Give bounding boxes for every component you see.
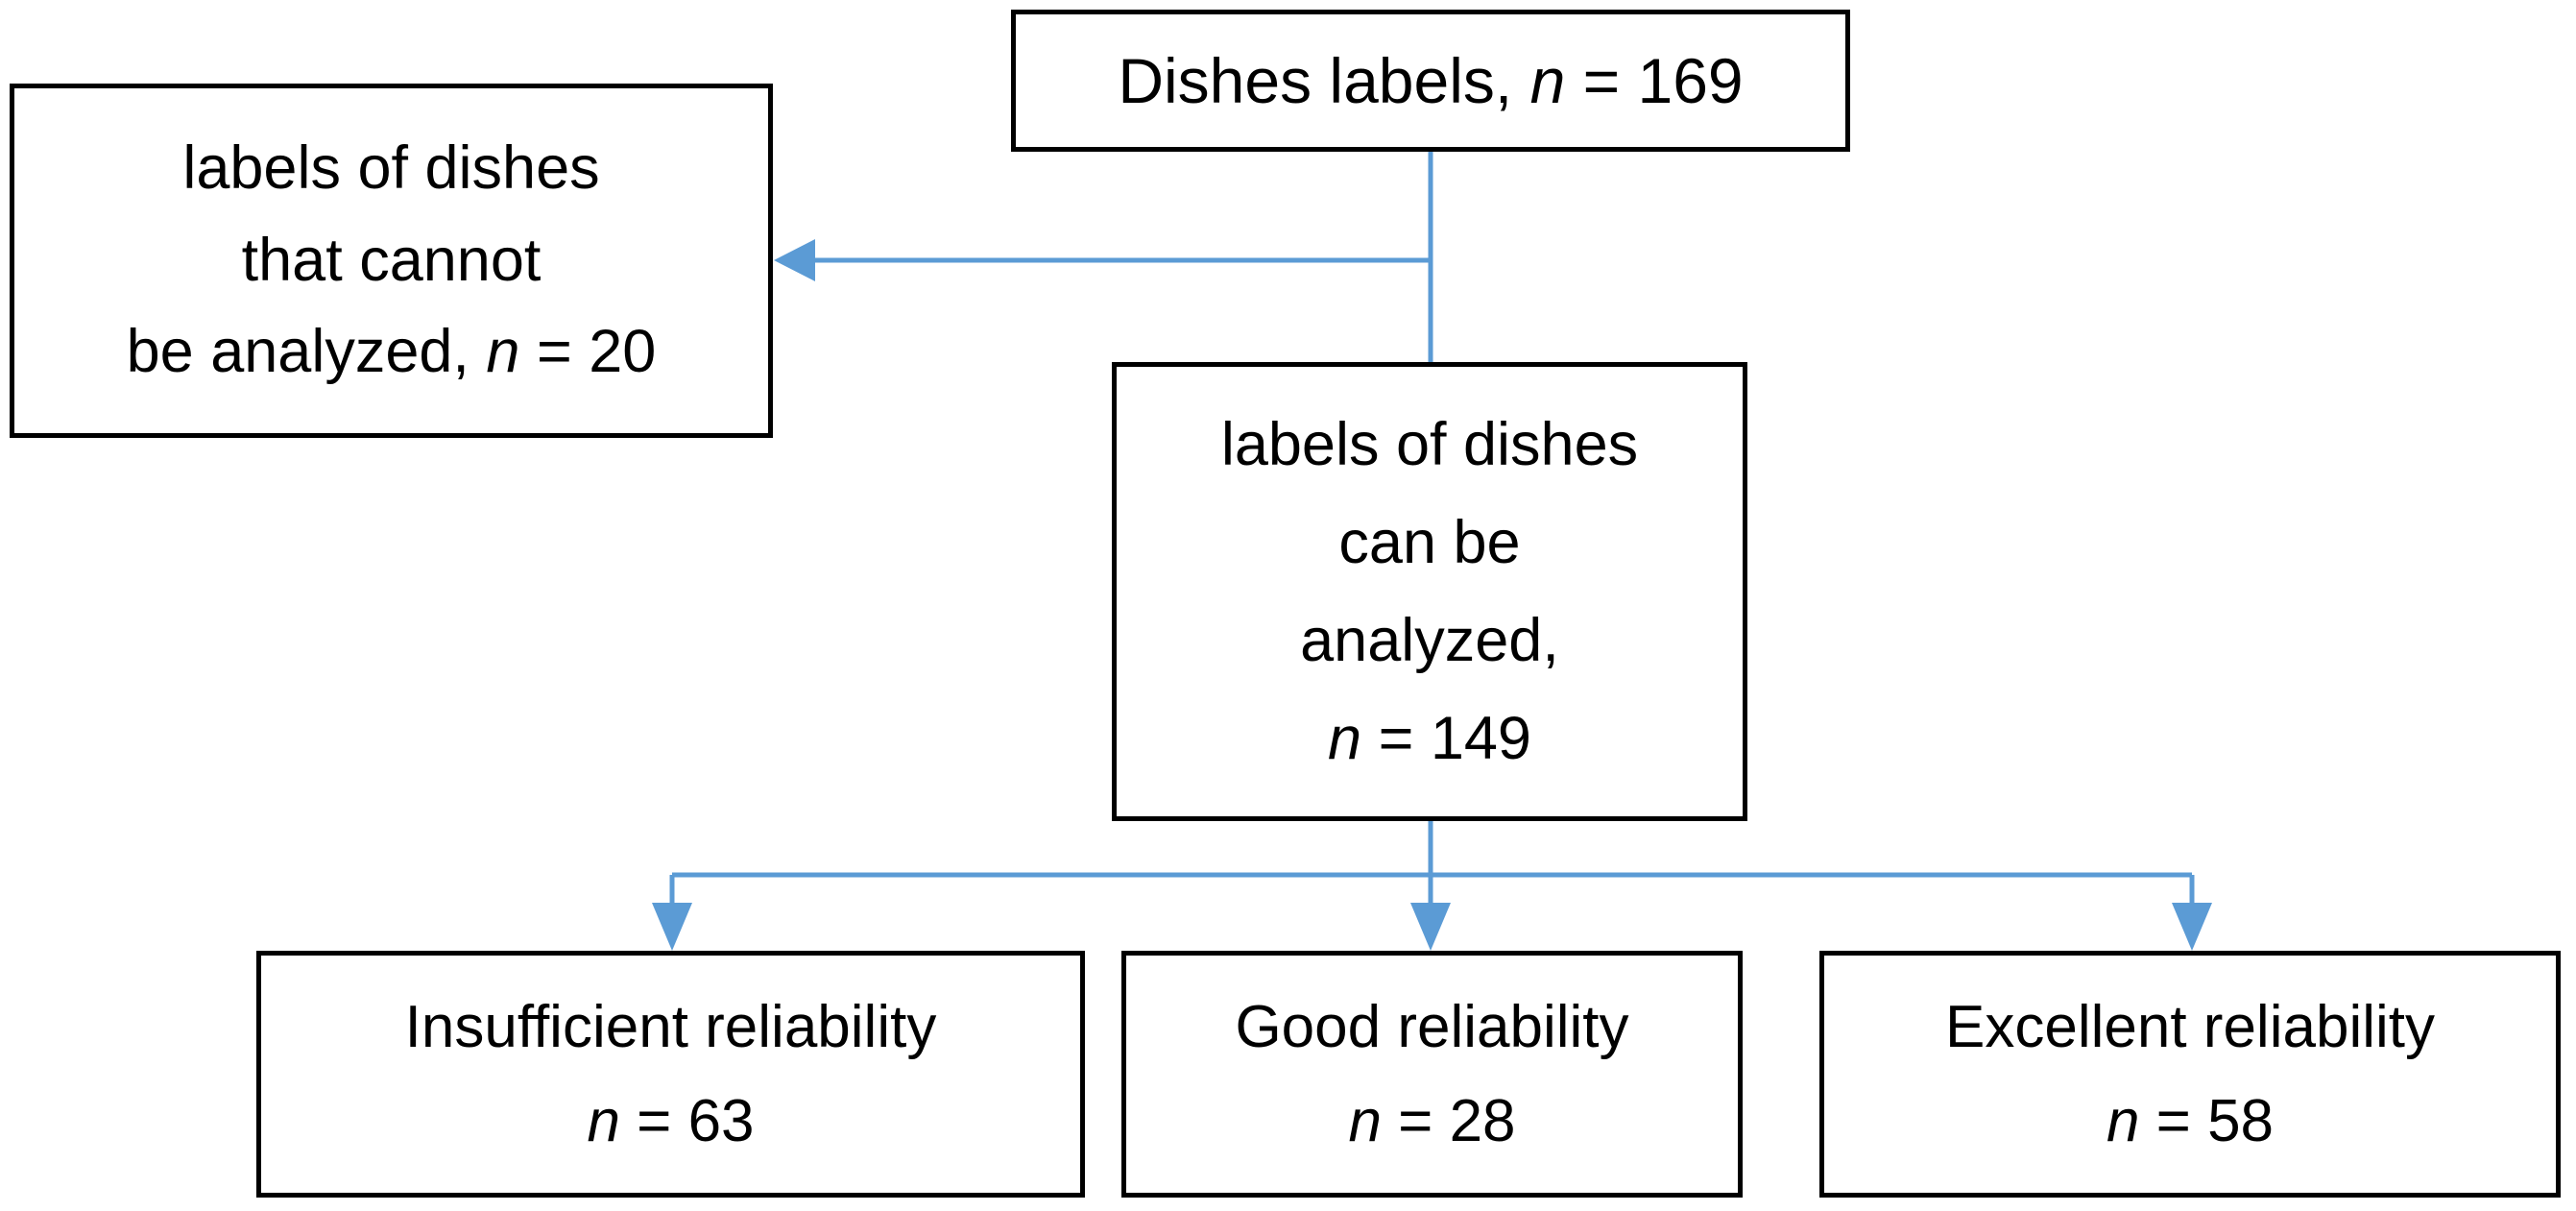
italic-n: n bbox=[1348, 1087, 1382, 1154]
arrowhead-down-insufficient-icon bbox=[652, 903, 692, 951]
node-insufficient-reliability: Insufficient reliability n = 63 bbox=[256, 951, 1085, 1198]
node-source-line1: Dishes labels, n = 169 bbox=[1118, 45, 1744, 116]
italic-n: n bbox=[486, 318, 520, 386]
node-labels-cannot-be-analyzed: labels of dishes that cannot be analyzed… bbox=[10, 84, 773, 438]
node-excluded-line2: that cannot bbox=[241, 226, 542, 294]
node-good-reliability: Good reliability n = 28 bbox=[1121, 951, 1743, 1198]
arrowhead-left-icon bbox=[774, 239, 815, 281]
node-excluded-line1: labels of dishes bbox=[182, 133, 600, 202]
node-included-line2: can be bbox=[1338, 508, 1521, 576]
node-excellent-line1: Excellent reliability bbox=[1945, 993, 2435, 1060]
node-insufficient-line2: n = 63 bbox=[587, 1087, 755, 1154]
arrowhead-down-good-icon bbox=[1410, 903, 1451, 951]
node-included-line3: analyzed, bbox=[1300, 607, 1559, 674]
node-included-line4: n = 149 bbox=[1328, 705, 1531, 773]
node-excluded-line3: be analyzed, n = 20 bbox=[126, 318, 657, 386]
node-excellent-line2: n = 58 bbox=[2106, 1087, 2275, 1154]
node-good-line1: Good reliability bbox=[1235, 993, 1629, 1060]
node-dishes-labels: Dishes labels, n = 169 bbox=[1011, 10, 1850, 152]
italic-n: n bbox=[1529, 45, 1566, 116]
node-labels-can-be-analyzed: labels of dishes can be analyzed, n = 14… bbox=[1112, 362, 1747, 821]
italic-n: n bbox=[587, 1087, 620, 1154]
arrowhead-down-excellent-icon bbox=[2172, 903, 2212, 951]
node-good-line2: n = 28 bbox=[1348, 1087, 1516, 1154]
node-included-line1: labels of dishes bbox=[1220, 410, 1639, 478]
italic-n: n bbox=[2106, 1087, 2140, 1154]
node-insufficient-line1: Insufficient reliability bbox=[404, 993, 937, 1060]
node-excellent-reliability: Excellent reliability n = 58 bbox=[1819, 951, 2561, 1198]
italic-n: n bbox=[1328, 705, 1362, 773]
